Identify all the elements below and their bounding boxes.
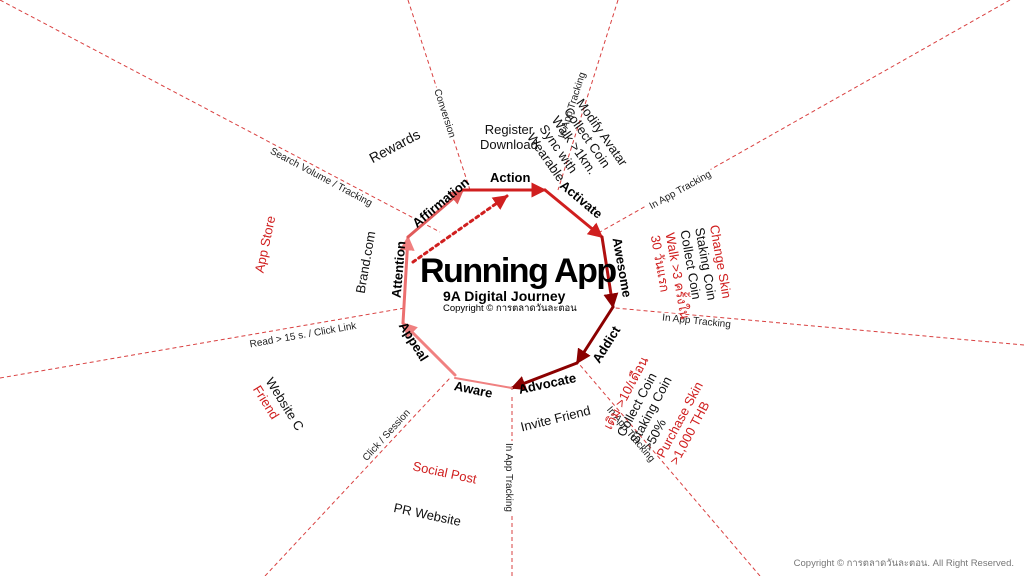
center-copyright: Copyright © การตลาดวันละตอน: [443, 303, 577, 314]
label-line: Download: [480, 136, 538, 152]
label-register-download: Register Download: [480, 122, 538, 153]
arrow-awesome-addict: [575, 305, 615, 365]
divider-line: [0, 307, 406, 379]
arrow-action-activate: [543, 188, 604, 239]
arrow-addict-advocate: [510, 361, 579, 391]
arrow-activate-awesome: [600, 235, 619, 309]
label-awesome-list: Change Skin Staking Coin Collect Coin Wa…: [647, 224, 736, 323]
tracking-inapp-bottom: In App Tracking: [502, 441, 514, 514]
divider-line: [579, 364, 761, 576]
arrow-attention-affirmation: [406, 188, 465, 239]
shortcut-arrow: [411, 194, 509, 264]
arrow-advocate-aware: [454, 377, 513, 389]
arrow-aware-appeal: [401, 321, 457, 377]
label-line: Register: [484, 122, 534, 137]
footer-copyright: Copyright © การตลาดวันละตอน. All Right R…: [793, 558, 1014, 569]
divider-line: [264, 377, 451, 576]
divider-line: [614, 307, 1024, 346]
diagram-subtitle: 9A Digital Journey: [443, 288, 566, 304]
divider-line: [0, 0, 441, 233]
diagram-title: Running App: [420, 252, 617, 290]
journey-arrows: [399, 182, 619, 391]
divider-line: [557, 0, 619, 191]
stage-action: Action: [490, 170, 531, 185]
arrow-appeal-attention: [399, 235, 415, 325]
